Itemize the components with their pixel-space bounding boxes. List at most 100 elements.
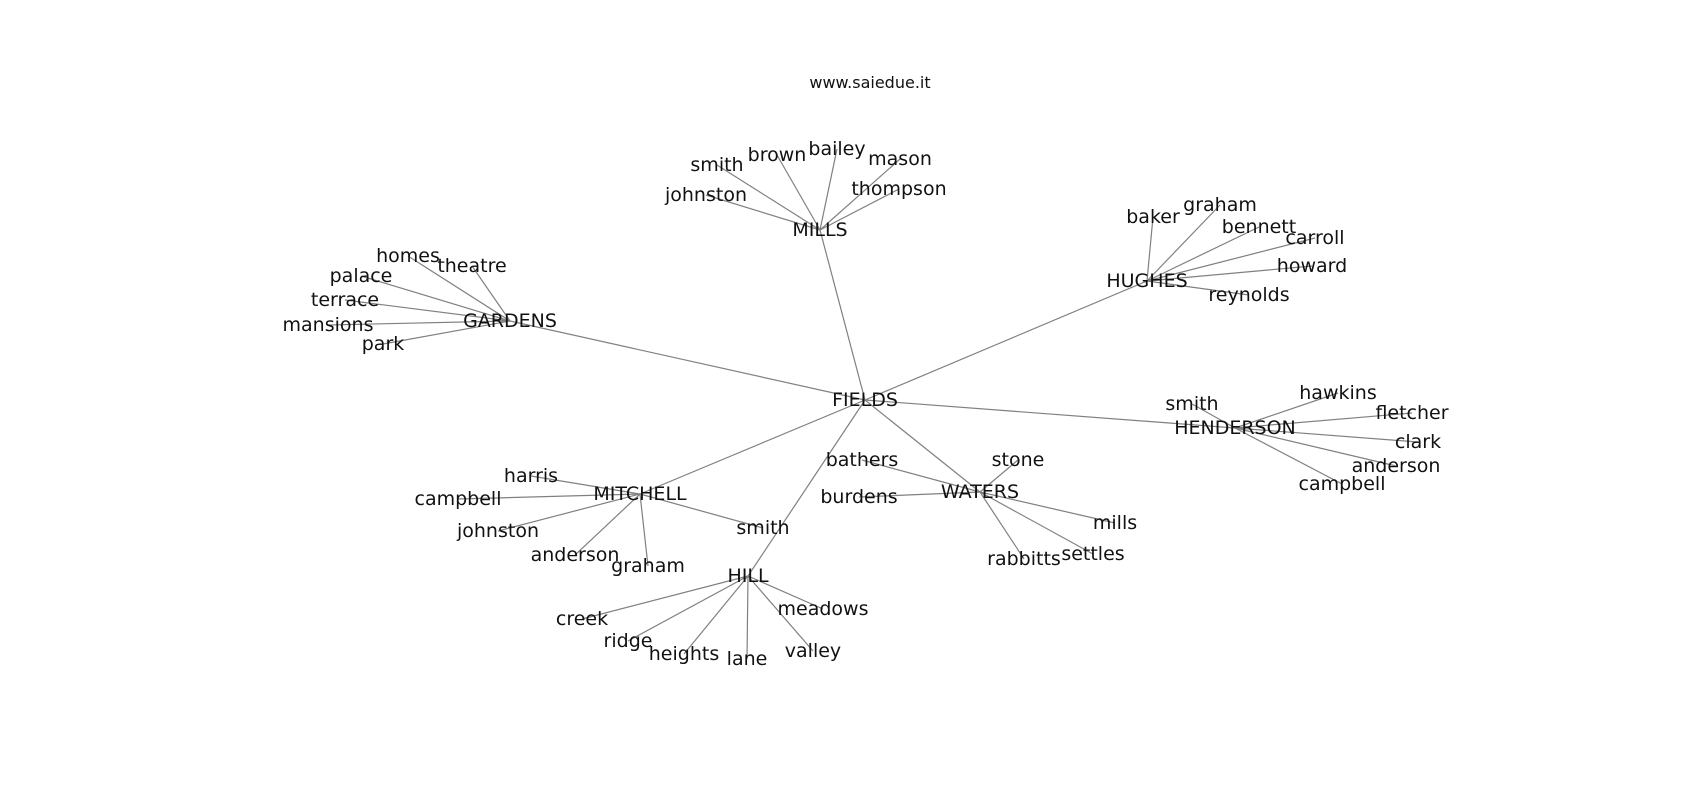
node-leaf-hughes-howard: howard — [1277, 255, 1347, 277]
node-leaf-waters-mills: mills — [1093, 512, 1137, 534]
edge-hill-creek — [581, 575, 749, 620]
node-leaf-henderson-hawkins: hawkins — [1299, 382, 1376, 404]
edge-mills-smith — [716, 164, 821, 231]
node-leaf-gardens-palace: palace — [330, 265, 393, 287]
edge-root-henderson — [864, 399, 1236, 429]
site-label: www.saiedue.it — [809, 73, 930, 92]
edge-henderson-anderson — [1234, 427, 1397, 467]
node-leaf-hughes-graham: graham — [1183, 194, 1257, 216]
node-hub-hill: HILL — [727, 565, 768, 587]
edge-gardens-terrace — [344, 299, 511, 322]
edge-mitchell-johnston — [497, 493, 641, 532]
node-leaf-hill-ridge: ridge — [604, 630, 653, 652]
edge-gardens-theatre — [471, 265, 511, 322]
edge-gardens-palace — [360, 275, 511, 322]
edge-waters-settles — [979, 491, 1094, 555]
node-leaf-mills-johnston: johnston — [664, 184, 747, 206]
node-hub-hughes: HUGHES — [1106, 270, 1187, 292]
edge-waters-rabbitts — [979, 491, 1025, 560]
node-leaf-mills-brown: brown — [748, 144, 807, 166]
edge-waters-mills — [979, 491, 1116, 524]
edge-henderson-hawkins — [1234, 392, 1339, 429]
edge-henderson-campbell — [1234, 427, 1343, 485]
edges-layer — [327, 148, 1419, 660]
node-leaf-waters-bathers: bathers — [826, 449, 899, 471]
edge-henderson-fletcher — [1234, 412, 1413, 429]
edge-mills-mason — [819, 158, 901, 231]
node-leaf-henderson-smith: smith — [1165, 393, 1218, 415]
edge-hill-valley — [747, 575, 814, 652]
edge-mitchell-campbell — [457, 493, 641, 500]
edge-hill-meadows — [747, 575, 824, 610]
node-leaf-henderson-campbell: campbell — [1299, 473, 1386, 495]
edge-mitchell-harris — [530, 475, 641, 495]
node-leaf-hughes-reynolds: reynolds — [1208, 284, 1289, 306]
node-leaf-mitchell-smith: smith — [736, 517, 789, 539]
node-leaf-waters-settles: settles — [1061, 543, 1124, 565]
edge-hughes-bennett — [1146, 226, 1260, 282]
edge-hughes-reynolds — [1146, 280, 1250, 296]
edge-henderson-clark — [1234, 427, 1419, 443]
node-root: FIELDS — [832, 389, 898, 411]
node-leaf-gardens-theatre: theatre — [437, 255, 506, 277]
node-leaf-mills-thompson: thompson — [851, 178, 946, 200]
node-leaf-mitchell-campbell: campbell — [415, 488, 502, 510]
node-leaf-henderson-clark: clark — [1395, 431, 1441, 453]
edge-root-mitchell — [639, 399, 866, 495]
edge-gardens-mansions — [327, 320, 511, 326]
node-leaf-gardens-homes: homes — [376, 245, 440, 267]
node-leaf-hill-heights: heights — [649, 643, 719, 665]
edge-mitchell-smith — [639, 493, 764, 529]
edge-hill-heights — [683, 575, 749, 655]
node-leaf-waters-stone: stone — [992, 449, 1045, 471]
node-leaf-hill-valley: valley — [785, 640, 841, 662]
node-leaf-hughes-bennett: bennett — [1222, 216, 1296, 238]
edge-root-mills — [819, 229, 866, 401]
node-leaf-waters-burdens: burdens — [820, 486, 897, 508]
edge-hughes-carroll — [1146, 237, 1316, 282]
edge-hill-lane — [746, 575, 749, 660]
edge-root-hill — [747, 399, 866, 577]
node-leaf-mills-smith: smith — [690, 154, 743, 176]
node-hub-mitchell: MITCHELL — [593, 483, 687, 505]
edge-root-gardens — [509, 320, 866, 401]
node-leaf-mitchell-johnston: johnston — [456, 520, 539, 542]
node-leaf-mills-bailey: bailey — [808, 138, 865, 160]
node-leaf-hill-lane: lane — [727, 648, 768, 670]
node-leaf-mitchell-graham: graham — [611, 555, 685, 577]
node-leaf-hill-creek: creek — [556, 608, 608, 630]
node-leaf-waters-rabbitts: rabbitts — [987, 548, 1061, 570]
edge-gardens-homes — [407, 255, 511, 322]
node-leaf-henderson-fletcher: fletcher — [1375, 402, 1448, 424]
node-leaf-mitchell-anderson: anderson — [531, 544, 620, 566]
edge-waters-bathers — [861, 459, 981, 493]
node-leaf-gardens-terrace: terrace — [311, 289, 379, 311]
edge-hill-ridge — [627, 575, 749, 642]
edge-gardens-park — [382, 320, 511, 345]
edge-mills-johnston — [705, 194, 821, 231]
node-leaf-mitchell-harris: harris — [504, 465, 558, 487]
edge-hughes-baker — [1146, 216, 1154, 282]
node-leaf-mills-mason: mason — [868, 148, 932, 170]
edge-root-waters — [864, 399, 981, 493]
node-leaf-gardens-mansions: mansions — [283, 314, 374, 336]
node-leaf-hughes-carroll: carroll — [1285, 227, 1344, 249]
node-leaf-hill-meadows: meadows — [778, 598, 869, 620]
edge-hughes-graham — [1146, 204, 1221, 282]
node-hub-henderson: HENDERSON — [1174, 417, 1296, 439]
node-leaf-gardens-park: park — [362, 333, 405, 355]
node-hub-mills: MILLS — [792, 219, 847, 241]
node-leaf-henderson-anderson: anderson — [1352, 455, 1441, 477]
edge-mills-brown — [776, 154, 821, 231]
edge-henderson-smith — [1191, 403, 1236, 429]
edge-waters-burdens — [858, 491, 981, 498]
edge-waters-stone — [979, 459, 1019, 493]
edge-mitchell-anderson — [574, 493, 641, 556]
edge-mills-thompson — [819, 188, 900, 231]
node-hub-gardens: GARDENS — [463, 310, 557, 332]
node-hub-waters: WATERS — [941, 481, 1019, 503]
edge-hughes-howard — [1146, 265, 1313, 282]
edge-mills-bailey — [819, 148, 838, 231]
